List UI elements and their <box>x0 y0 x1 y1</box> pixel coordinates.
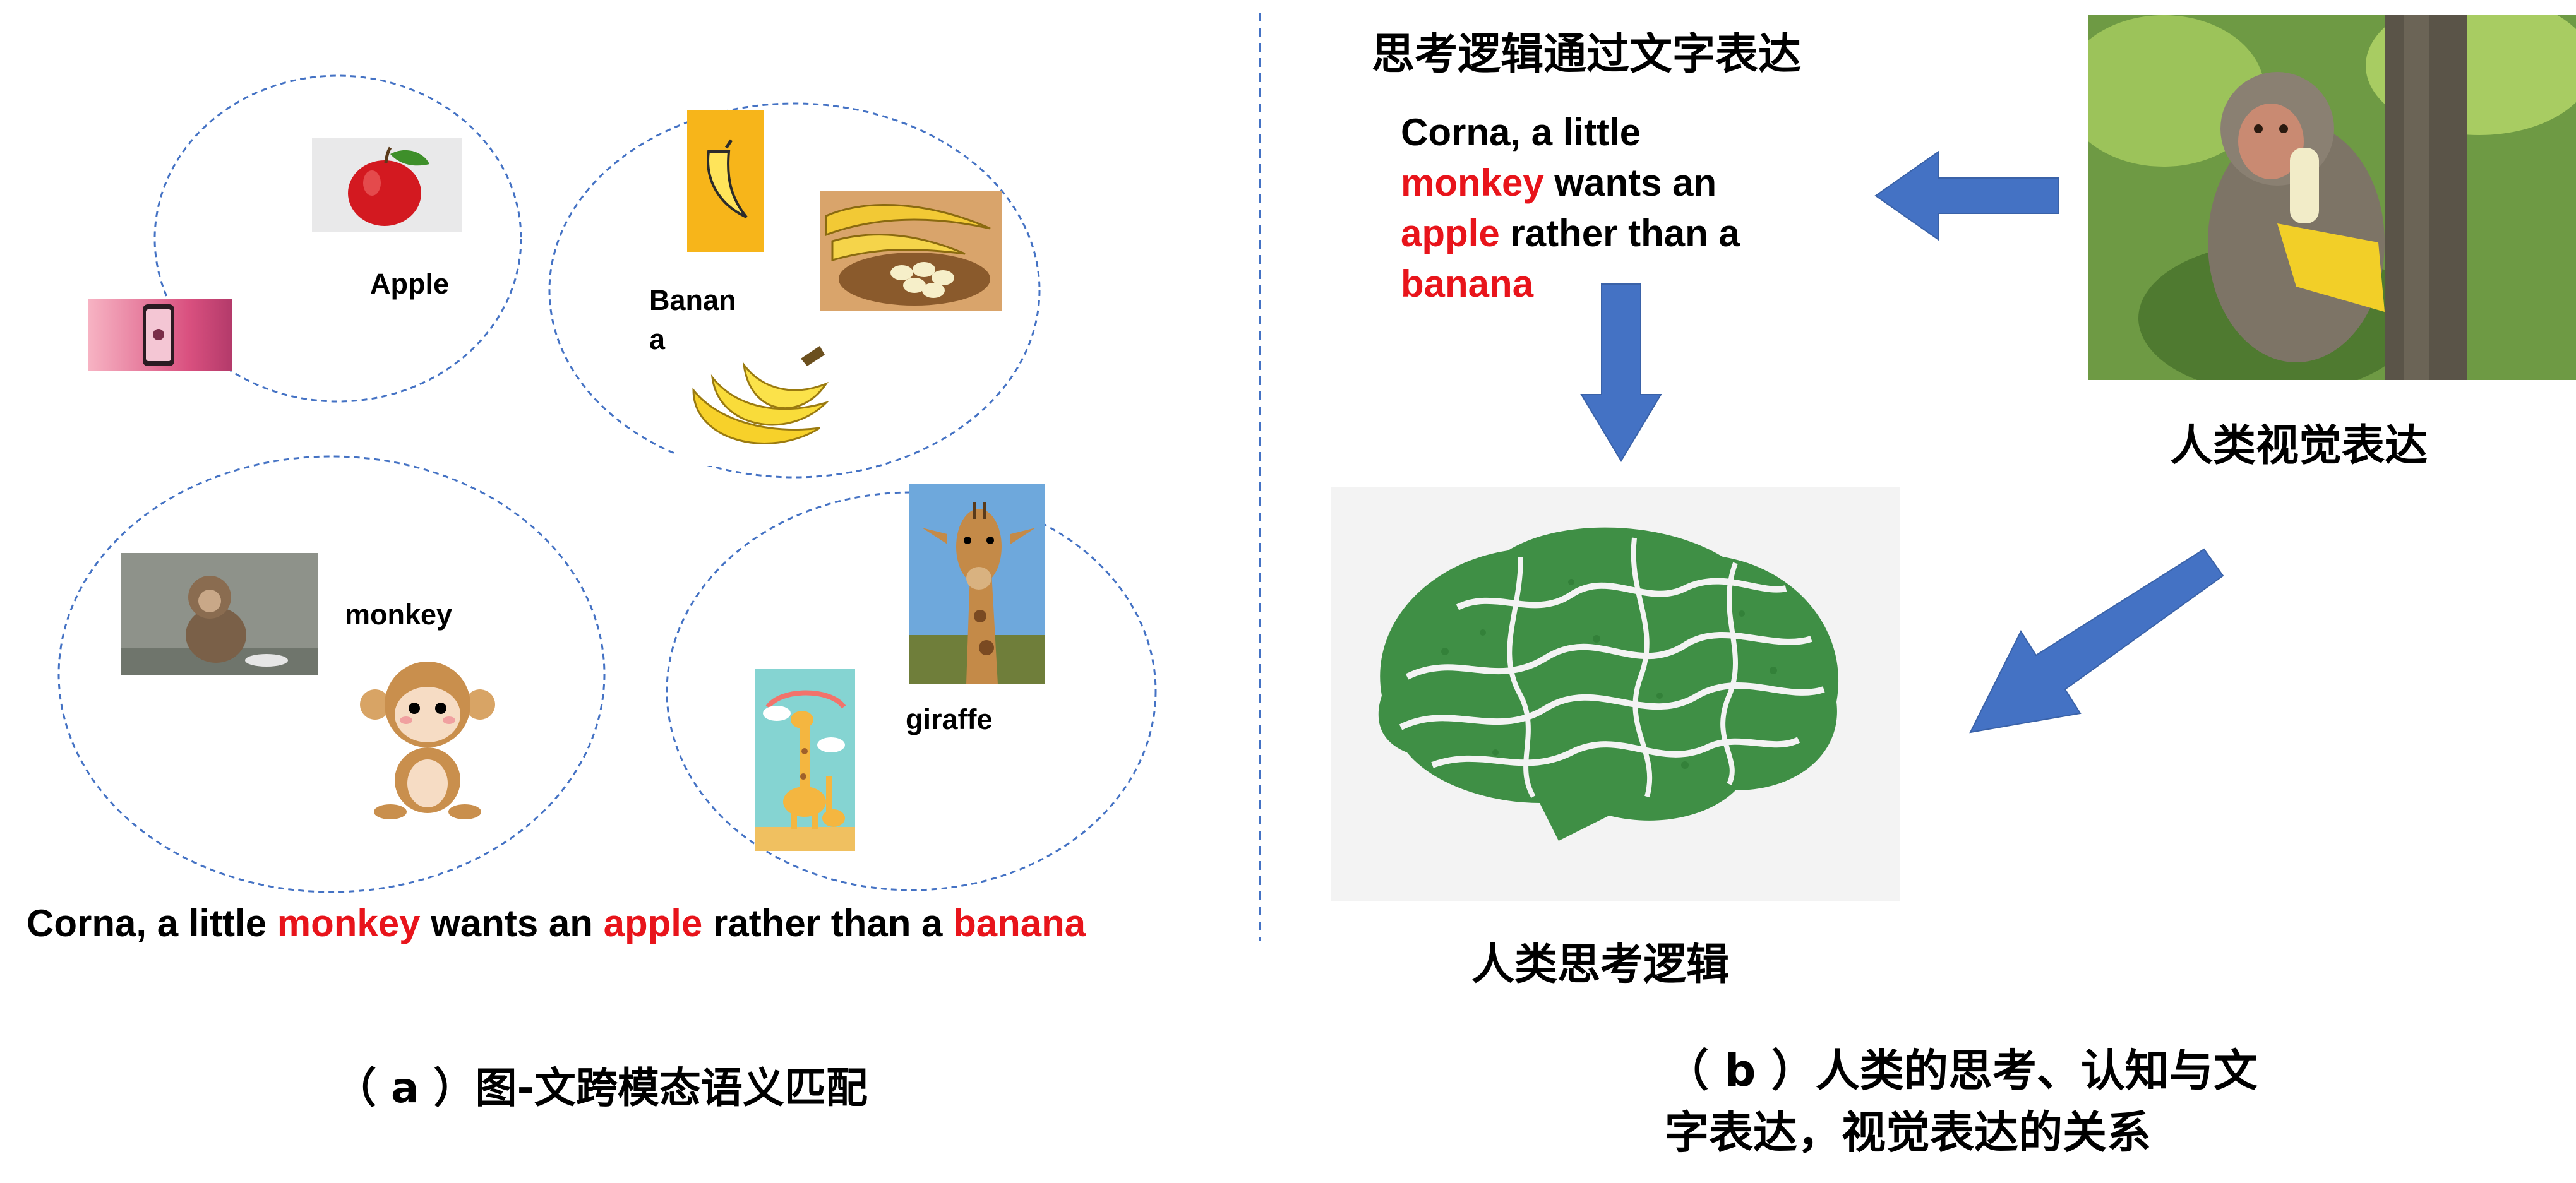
arrow-diagonal-icon <box>1969 548 2224 734</box>
right-title: 思考逻辑通过文字表达 <box>1372 30 1802 80</box>
sentence-part: rather than a <box>702 902 954 944</box>
apple-group-ellipse <box>153 74 522 403</box>
giraffe-photo-image <box>909 484 1045 684</box>
apple-label: Apple <box>370 268 450 300</box>
arrow-down-icon <box>1580 283 1662 462</box>
left-caption: （ a ）图-文跨模态语义匹配 <box>335 1064 868 1112</box>
sentence-part: wants an <box>420 902 604 944</box>
sentence-part-apple: apple <box>603 902 703 944</box>
right-caption-line1: （ b ）人类的思考、认知与文 <box>1665 1045 2258 1097</box>
sentence-part-banana: banana <box>953 902 1086 944</box>
visual-label: 人类视觉表达 <box>2170 421 2428 471</box>
monkey-cartoon-image <box>352 654 503 824</box>
monkey-label: monkey <box>345 598 453 631</box>
sentence-part: Corna, a little <box>27 902 277 944</box>
banana-bunch-image <box>674 333 840 466</box>
left-sentence: Corna, a little monkey wants an apple ra… <box>27 901 1086 945</box>
text-line: banana <box>1401 263 1534 305</box>
text-line: monkey wants an <box>1401 162 1717 204</box>
right-caption-line2: 字表达，视觉表达的关系 <box>1665 1107 2151 1158</box>
giraffe-group-ellipse <box>666 491 1157 891</box>
banana-label-line1: Banan <box>649 284 736 316</box>
text-line: apple rather than a <box>1401 212 1740 254</box>
group-ellipses <box>57 74 1157 893</box>
giraffe-label: giraffe <box>906 703 993 735</box>
monkey-photo-image <box>121 553 318 675</box>
sentence-part-monkey: monkey <box>277 902 421 944</box>
monkey-eating-banana-image <box>2088 15 2576 380</box>
banana-group-ellipse <box>548 102 1041 479</box>
brain-image <box>1331 487 1900 901</box>
banana-label-line2: a <box>649 323 666 355</box>
apple-image <box>312 138 462 232</box>
arrow-left-icon <box>1874 150 2059 241</box>
right-text-block: Corna, a little monkey wants an apple ra… <box>1401 107 1740 309</box>
phone-apple-image <box>88 299 232 371</box>
banana-icon-image <box>687 110 764 252</box>
panel-divider <box>1259 13 1261 941</box>
monkey-group-ellipse <box>57 455 606 893</box>
text-line: Corna, a little <box>1401 111 1641 153</box>
brain-label: 人类思考逻辑 <box>1471 940 1730 990</box>
giraffe-cartoon-image <box>755 669 855 851</box>
banana-plate-image <box>820 191 1002 311</box>
